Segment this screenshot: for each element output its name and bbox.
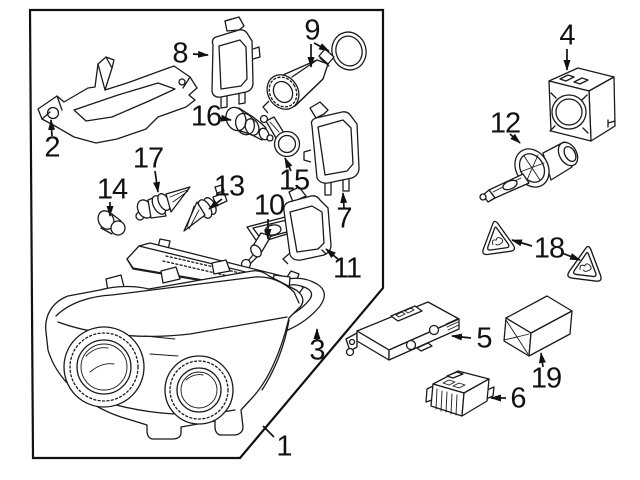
callout-arrow-19: [538, 352, 546, 368]
callout-17[interactable]: 17: [132, 142, 164, 175]
callout-4[interactable]: 4: [559, 19, 575, 52]
callout-arrow-2: [48, 119, 56, 137]
callout-8[interactable]: 8: [172, 37, 188, 70]
callout-arrow-13: [208, 198, 223, 210]
callout-arrow-11: [325, 248, 340, 261]
part-17-halogen-bulb: [135, 186, 191, 221]
part-13-halogen-bulb: [183, 184, 228, 232]
callout-arrow-18b: [561, 252, 581, 261]
callout-13[interactable]: 13: [213, 170, 245, 203]
part-6-holder-module: [425, 370, 495, 417]
callout-11[interactable]: 11: [332, 252, 362, 285]
diagram-border: [28, 8, 385, 460]
part-16-bulb-socket: [225, 106, 274, 142]
part-1-headlamp-assembly: [45, 259, 304, 440]
callout-arrow-18a: [511, 239, 533, 247]
callout-6[interactable]: 6: [510, 382, 526, 415]
callout-3[interactable]: 3: [309, 334, 325, 367]
callout-2[interactable]: 2: [44, 131, 60, 164]
callout-arrows: [48, 42, 581, 438]
callout-arrow-8: [192, 50, 209, 58]
callout-18[interactable]: 18: [533, 232, 565, 265]
callout-arrow-7: [340, 192, 348, 209]
callout-19[interactable]: 19: [530, 362, 562, 395]
callout-10[interactable]: 10: [253, 189, 285, 222]
part-8-cover: [211, 16, 261, 109]
callout-9[interactable]: 9: [304, 14, 320, 47]
part-2-mounting-bracket: [37, 56, 198, 144]
callout-14[interactable]: 14: [96, 173, 128, 206]
callout-1[interactable]: 1: [276, 430, 292, 463]
part-11-cover: [282, 186, 332, 265]
part-7-cover: [303, 101, 360, 196]
part-18-warning-labels: [482, 220, 602, 282]
callout-arrow-5: [451, 333, 472, 341]
part-5-ballast-unit: [345, 301, 460, 361]
callout-16[interactable]: 16: [190, 100, 222, 133]
callout-arrow-9b: [313, 42, 330, 52]
callout-arrow-12: [509, 133, 521, 144]
callout-arrow-17: [153, 170, 161, 193]
callout-7[interactable]: 7: [336, 202, 352, 235]
callout-arrow-16: [219, 114, 232, 122]
callout-5[interactable]: 5: [476, 322, 492, 355]
callout-15[interactable]: 15: [278, 164, 310, 197]
callout-leader-1: [262, 425, 275, 438]
part-4-igniter-unit: [548, 67, 616, 142]
part-15-bulb: [259, 114, 301, 158]
part-19-parts-box: [503, 295, 573, 357]
callout-12[interactable]: 12: [489, 107, 521, 140]
callout-arrow-15: [284, 157, 293, 172]
part-9-cap-and-seal: [262, 31, 367, 114]
part-12-xenon-bulb: [479, 141, 579, 203]
